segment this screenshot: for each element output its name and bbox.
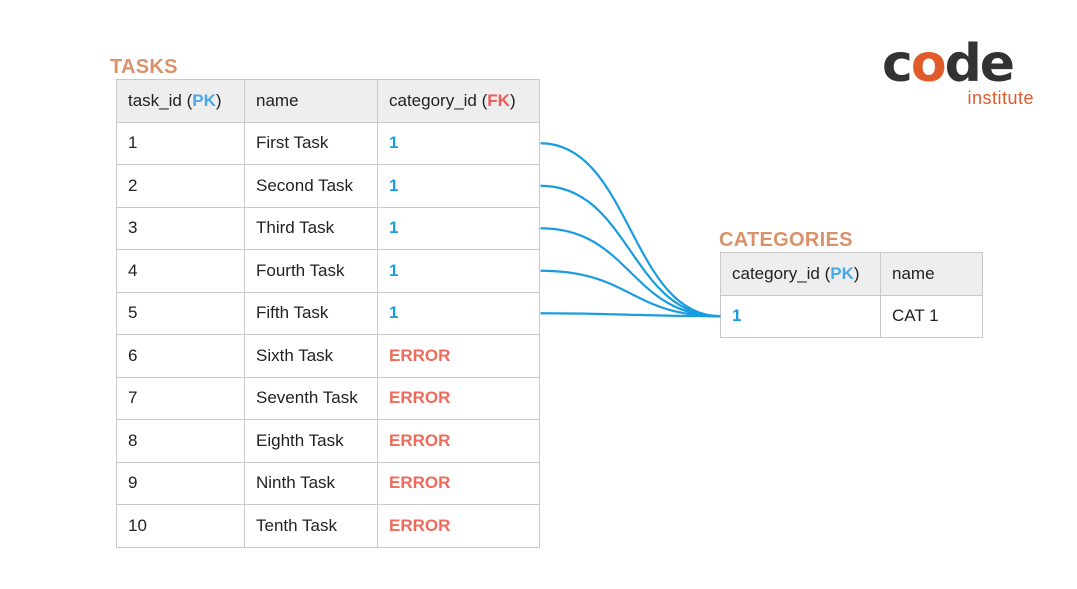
category-pk-cell: 1 — [720, 294, 881, 338]
logo-subtitle: institute — [967, 88, 1034, 108]
header-task-id: task_id (PK) — [116, 79, 245, 123]
task-name-cell: Ninth Task — [244, 461, 378, 505]
task-name-cell: Fifth Task — [244, 291, 378, 335]
category-id-cell: 1 — [377, 291, 540, 335]
task-id-cell: 3 — [116, 206, 245, 250]
fk-connector-line — [540, 142, 721, 318]
category-name-cell: CAT 1 — [880, 294, 983, 338]
task-name-cell: Third Task — [244, 206, 378, 250]
task-id-cell: 6 — [116, 334, 245, 378]
header-category-id: category_id (FK) — [377, 79, 540, 123]
task-id-cell: 10 — [116, 504, 245, 548]
fk-connector-line — [540, 269, 721, 318]
task-id-cell: 8 — [116, 419, 245, 463]
task-name-cell: Second Task — [244, 164, 378, 208]
header-name: name — [244, 79, 378, 123]
task-id-cell: 9 — [116, 461, 245, 505]
task-id-cell: 5 — [116, 291, 245, 335]
task-name-cell: Eighth Task — [244, 419, 378, 463]
code-institute-logo: code institute — [882, 34, 1034, 110]
pk-marker: PK — [192, 90, 216, 110]
pk-marker: PK — [830, 263, 854, 283]
tasks-header-row: task_id (PK) name category_id (FK) — [116, 79, 540, 123]
category-id-cell: ERROR — [377, 461, 540, 505]
category-id-cell: 1 — [377, 164, 540, 208]
fk-connector-line — [540, 227, 721, 318]
task-id-cell: 7 — [116, 376, 245, 420]
category-id-cell: ERROR — [377, 334, 540, 378]
task-id-cell: 2 — [116, 164, 245, 208]
fk-marker: FK — [487, 90, 510, 110]
category-id-cell: 1 — [377, 206, 540, 250]
category-id-cell: 1 — [377, 249, 540, 293]
categories-header-row: category_id (PK) name — [720, 252, 983, 296]
category-id-cell: 1 — [377, 121, 540, 165]
task-name-cell: Seventh Task — [244, 376, 378, 420]
category-id-cell: ERROR — [377, 504, 540, 548]
task-name-cell: Tenth Task — [244, 504, 378, 548]
category-id-cell: ERROR — [377, 376, 540, 420]
fk-connector-line — [540, 184, 721, 318]
header-category-id-pk: category_id (PK) — [720, 252, 881, 296]
header-category-name: name — [880, 252, 983, 296]
task-name-cell: First Task — [244, 121, 378, 165]
fk-connector-line — [540, 312, 721, 318]
category-id-cell: ERROR — [377, 419, 540, 463]
categories-table-title: CATEGORIES — [719, 229, 853, 251]
task-name-cell: Sixth Task — [244, 334, 378, 378]
task-name-cell: Fourth Task — [244, 249, 378, 293]
task-id-cell: 4 — [116, 249, 245, 293]
logo-wordmark: code — [882, 34, 1015, 94]
task-id-cell: 1 — [116, 121, 245, 165]
tasks-table-title: TASKS — [110, 56, 178, 78]
